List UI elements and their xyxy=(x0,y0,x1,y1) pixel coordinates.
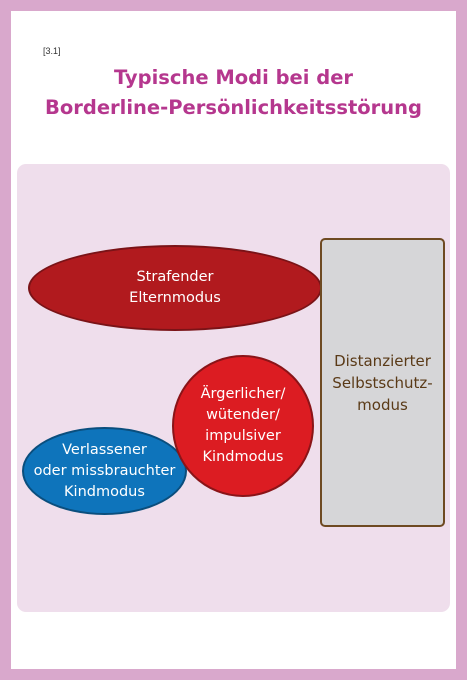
node-verlassener-kindmodus-label: Verlassener oder missbrauchter Kindmodus xyxy=(33,441,176,500)
figure-title-text: Typische Modi bei der Borderline-Persönl… xyxy=(44,66,423,119)
diagram-panel: Strafender Elternmodus Verlassener oder … xyxy=(17,164,450,612)
node-aergerlicher-kindmodus: Ärgerlicher/ wütender/ impulsiver Kindmo… xyxy=(172,355,314,497)
node-aergerlicher-kindmodus-label: Ärgerlicher/ wütender/ impulsiver Kindmo… xyxy=(200,386,286,465)
page: [3.1] Typische Modi bei der Borderline-P… xyxy=(11,11,456,669)
node-distanzierter-selbstschutzmodus-label: Distanzierter Selbstschutz- modus xyxy=(332,351,433,414)
node-distanzierter-selbstschutzmodus: Distanzierter Selbstschutz- modus xyxy=(320,238,445,527)
figure-number: [3.1] xyxy=(43,46,61,56)
node-verlassener-kindmodus: Verlassener oder missbrauchter Kindmodus xyxy=(22,427,187,515)
figure-title: Typische Modi bei der Borderline-Persönl… xyxy=(11,63,456,123)
node-strafender-elternmodus: Strafender Elternmodus xyxy=(28,245,322,331)
node-strafender-elternmodus-label: Strafender Elternmodus xyxy=(129,269,221,306)
